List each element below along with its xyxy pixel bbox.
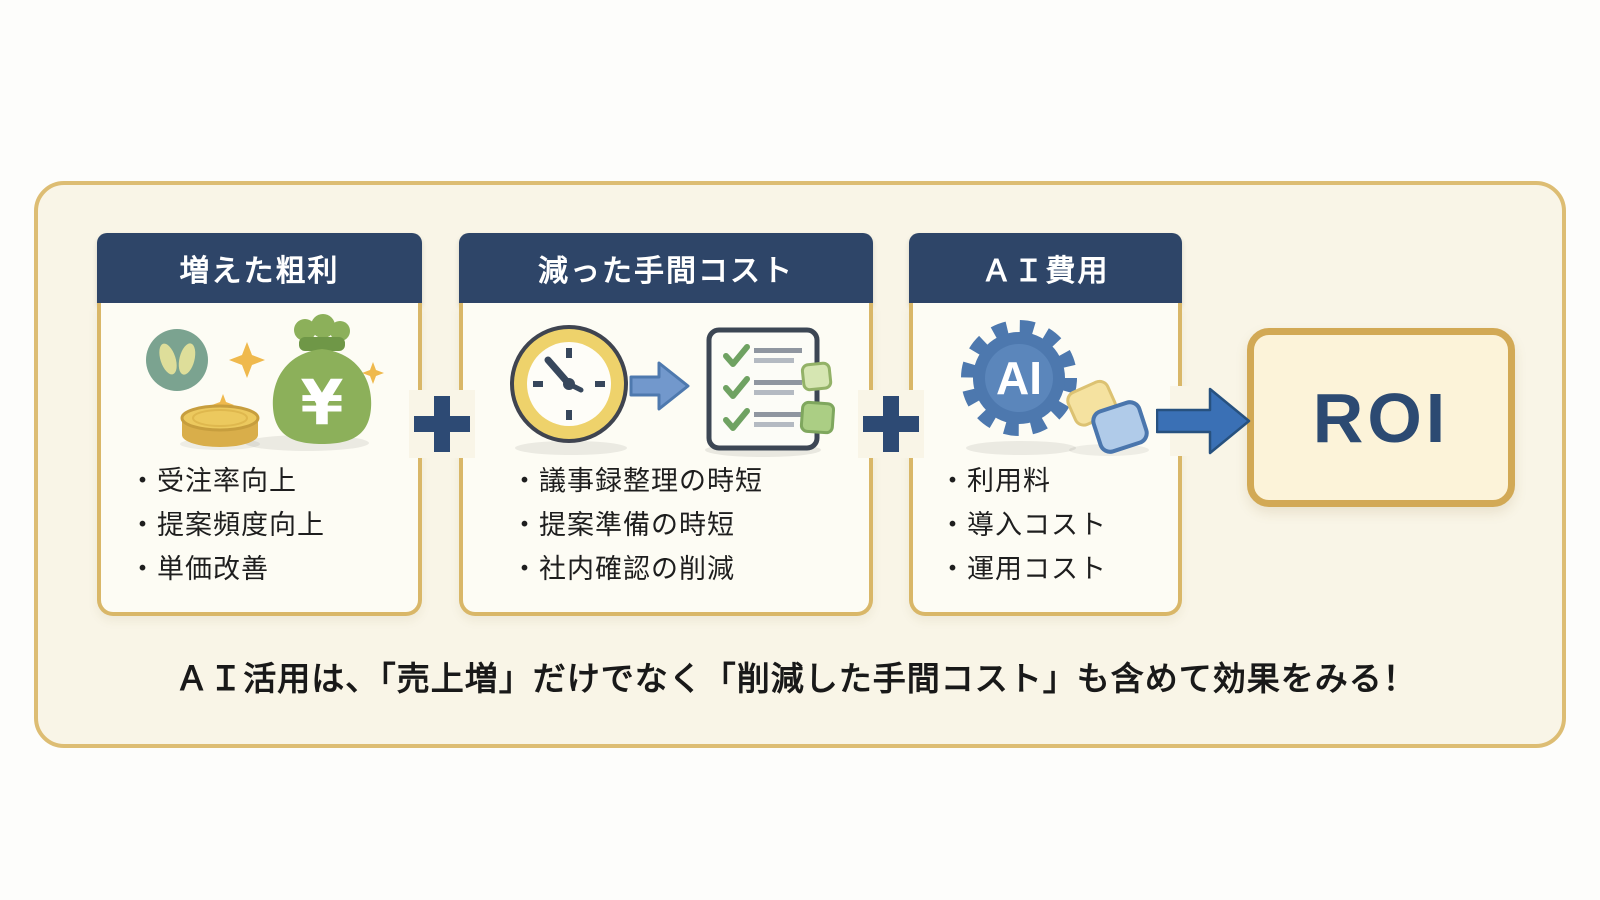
list-item: ・ 議事録整理の時短: [511, 466, 763, 496]
list-item: ・ 提案頻度向上: [129, 510, 325, 540]
ai-gear-tokens-icon: AI: [913, 303, 1178, 459]
list-item: ・ 単価改善: [129, 554, 269, 584]
plus-icon: [413, 395, 471, 453]
card-1-list: ・ 受注率向上 ・ 提案頻度向上 ・ 単価改善: [101, 459, 418, 591]
card-title-ai-cost: ＡＩ費用: [909, 233, 1182, 303]
card-title-reduced-labor-cost: 減った手間コスト: [459, 233, 873, 303]
card-increased-gross-profit: 増えた粗利: [97, 233, 422, 616]
roi-label: ROI: [1312, 378, 1450, 457]
list-item: ・ 利用料: [939, 466, 1051, 496]
footer-message: ＡＩ活用は、「売上増」だけでなく「削減した手間コスト」も含めて効果をみる！: [175, 660, 1417, 697]
card-title-increased-gross-profit: 増えた粗利: [97, 233, 422, 303]
roi-result-box: ROI: [1247, 328, 1515, 507]
list-item: ・ 運用コスト: [939, 554, 1107, 584]
ai-gear-label: AI: [996, 352, 1042, 404]
plus-icon: [862, 395, 920, 453]
list-item: ・ 社内確認の削減: [511, 554, 735, 584]
list-item: ・ 受注率向上: [129, 466, 297, 496]
list-item: ・ 導入コスト: [939, 510, 1107, 540]
card-3-list: ・ 利用料 ・ 導入コスト ・ 運用コスト: [913, 459, 1178, 591]
clock-to-checklist-icon: [463, 303, 869, 459]
card-2-list: ・ 議事録整理の時短 ・ 提案準備の時短 ・ 社内確認の削減: [463, 459, 869, 591]
card-ai-cost: ＡＩ費用 AI: [909, 233, 1182, 616]
yen-symbol: ¥: [300, 366, 343, 439]
card-reduced-labor-cost: 減った手間コスト: [459, 233, 873, 616]
arrow-right-icon: [1155, 380, 1252, 462]
money-bag-coin-sparkles-icon: ¥: [101, 303, 418, 459]
list-item: ・ 提案準備の時短: [511, 510, 735, 540]
